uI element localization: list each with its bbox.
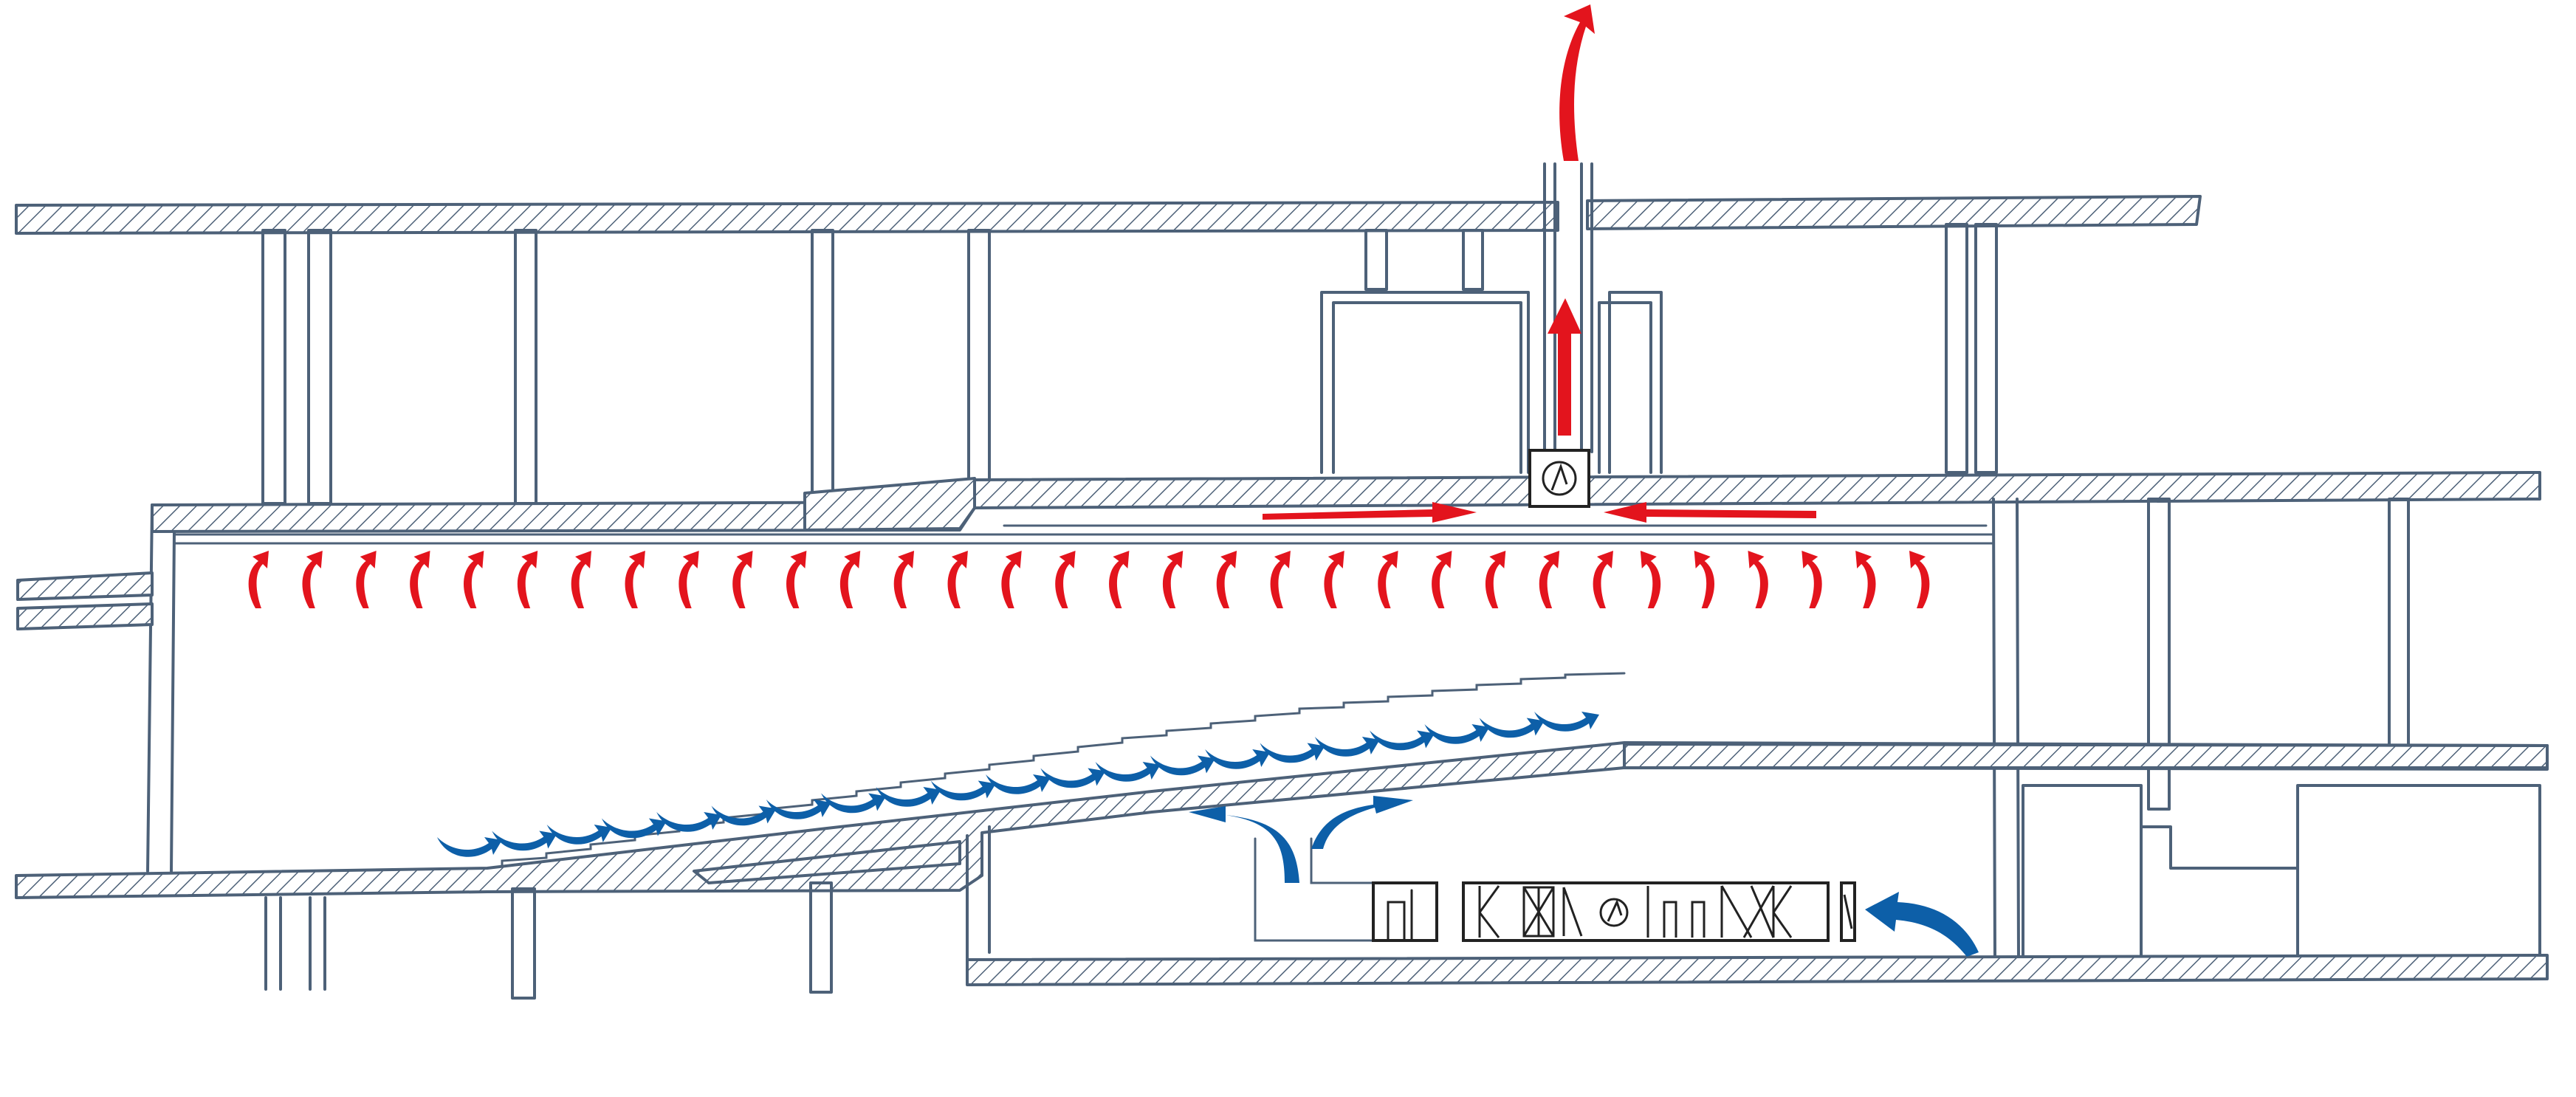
extract-arrow	[1378, 551, 1398, 608]
extract-arrow	[302, 551, 323, 608]
extract-arrow	[1432, 551, 1452, 608]
ceiling-step	[803, 477, 976, 532]
extract-arrow	[1109, 551, 1130, 608]
hall-right-wall	[1992, 498, 2410, 961]
plenum-arrow-left	[1263, 502, 1477, 523]
exhaust-shaft	[1543, 162, 1593, 453]
duct-outlet-arrow-right	[1311, 796, 1413, 849]
supply-arrow	[1314, 737, 1380, 757]
damper-icon	[1478, 885, 1500, 938]
extract-arrow	[732, 551, 753, 608]
seat-supply-arrows	[437, 712, 1599, 857]
duct-outlet-arrow-left	[1189, 806, 1299, 883]
extract-arrow	[1270, 551, 1291, 608]
extract-arrow	[839, 551, 861, 608]
exhaust-airflow	[1263, 4, 1816, 523]
supply-arrow	[1370, 730, 1435, 751]
extract-arrow	[1162, 551, 1184, 608]
supply-arrow	[876, 787, 941, 807]
supply-arrow	[766, 799, 831, 819]
extract-arrow	[1640, 551, 1661, 608]
building-structure	[15, 162, 2549, 1000]
supply-arrow	[1205, 749, 1271, 769]
supply-arrow	[546, 825, 612, 845]
coil-icon	[1646, 886, 1706, 938]
heat-recovery-icon	[1522, 886, 1583, 938]
roof-slab-right	[1586, 195, 2202, 230]
supply-arrow	[930, 780, 996, 801]
supply-arrow	[711, 805, 777, 826]
air-handling-unit	[1372, 881, 1856, 942]
supply-arrow	[1534, 712, 1599, 732]
exhaust-fan	[1528, 449, 1590, 508]
supply-arrow	[1095, 762, 1161, 782]
extract-arrow	[248, 551, 269, 608]
supply-arrow	[821, 793, 887, 814]
supply-arrow	[1260, 743, 1325, 763]
right-room-b	[2296, 784, 2541, 958]
exhaust-plume-arrow	[1559, 4, 1595, 161]
supply-arrow	[1479, 718, 1545, 738]
extract-arrow	[356, 551, 377, 608]
supply-arrow	[1040, 768, 1106, 788]
extract-arrow	[1748, 551, 1768, 608]
ahu-intake-arrow	[1865, 892, 1979, 957]
extract-arrow	[1001, 551, 1022, 608]
supply-duct	[1254, 837, 1375, 942]
hall-left-wall	[16, 503, 176, 873]
extract-arrow	[893, 551, 915, 608]
supply-airflow	[1189, 796, 1979, 957]
extract-arrow	[1802, 551, 1822, 608]
heat-exchanger-icon	[1720, 885, 1793, 938]
extract-arrow	[625, 551, 645, 608]
supply-arrow	[656, 812, 722, 832]
right-floor-slab	[1623, 743, 2549, 769]
lower-plant-room	[966, 825, 2549, 986]
extract-arrow	[571, 551, 592, 608]
roof-slab	[15, 201, 1559, 235]
extract-arrow	[517, 551, 538, 608]
supply-arrow	[601, 818, 667, 839]
supply-arrow	[437, 837, 502, 857]
upper-columns	[261, 223, 1998, 505]
extract-arrow	[1485, 551, 1506, 608]
extract-arrow	[679, 551, 699, 608]
extract-arrow	[1055, 551, 1076, 608]
shaft-up-arrow	[1548, 298, 1581, 436]
ceiling-extract-arrows	[248, 551, 1930, 608]
lower-columns	[264, 881, 833, 1000]
supply-arrow	[1150, 755, 1215, 776]
upper-plant-room	[1320, 291, 1663, 474]
extract-arrow	[1216, 551, 1237, 608]
extract-arrow	[1593, 551, 1613, 608]
extract-arrow	[1324, 551, 1344, 608]
supply-arrow	[492, 831, 557, 851]
extract-arrow	[1694, 551, 1715, 608]
fan-icon	[1599, 898, 1629, 927]
extract-arrow	[410, 551, 430, 608]
plenum-arrow-right	[1604, 502, 1816, 523]
extract-arrow	[1855, 551, 1876, 608]
supply-arrow	[986, 774, 1051, 794]
right-room-a	[2022, 784, 2143, 958]
extract-arrow	[463, 551, 484, 608]
extract-arrow	[947, 551, 968, 608]
extract-arrow	[786, 551, 807, 608]
supply-arrow	[1424, 724, 1490, 744]
extract-arrow	[1539, 551, 1560, 608]
extract-arrow	[1909, 551, 1930, 608]
hall-ceiling-slab	[151, 471, 2541, 533]
